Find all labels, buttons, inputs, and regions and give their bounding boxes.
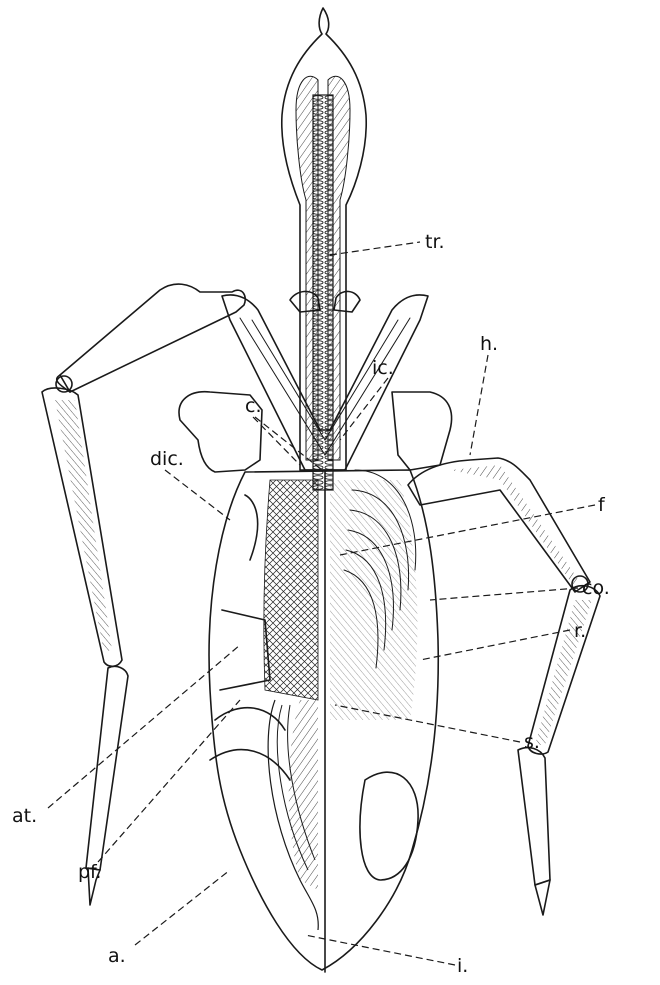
label-co: co. <box>582 577 610 599</box>
intestine <box>268 700 318 930</box>
label-ic: ic. <box>372 357 394 379</box>
label-tr: tr. <box>425 231 445 253</box>
label-c: c. <box>245 395 262 417</box>
label-h: h. <box>480 333 498 355</box>
right-wing <box>408 458 600 915</box>
label-s: s. <box>524 731 540 753</box>
label-r: r. <box>574 620 586 642</box>
label-f: f <box>598 494 606 516</box>
label-pf: pf. <box>78 861 101 883</box>
body-outline <box>209 470 438 972</box>
label-dic: dic. <box>150 448 184 470</box>
left-wing <box>42 284 245 905</box>
label-i: i. <box>457 955 468 977</box>
label-a: a. <box>108 945 126 967</box>
label-at: at. <box>12 805 37 827</box>
